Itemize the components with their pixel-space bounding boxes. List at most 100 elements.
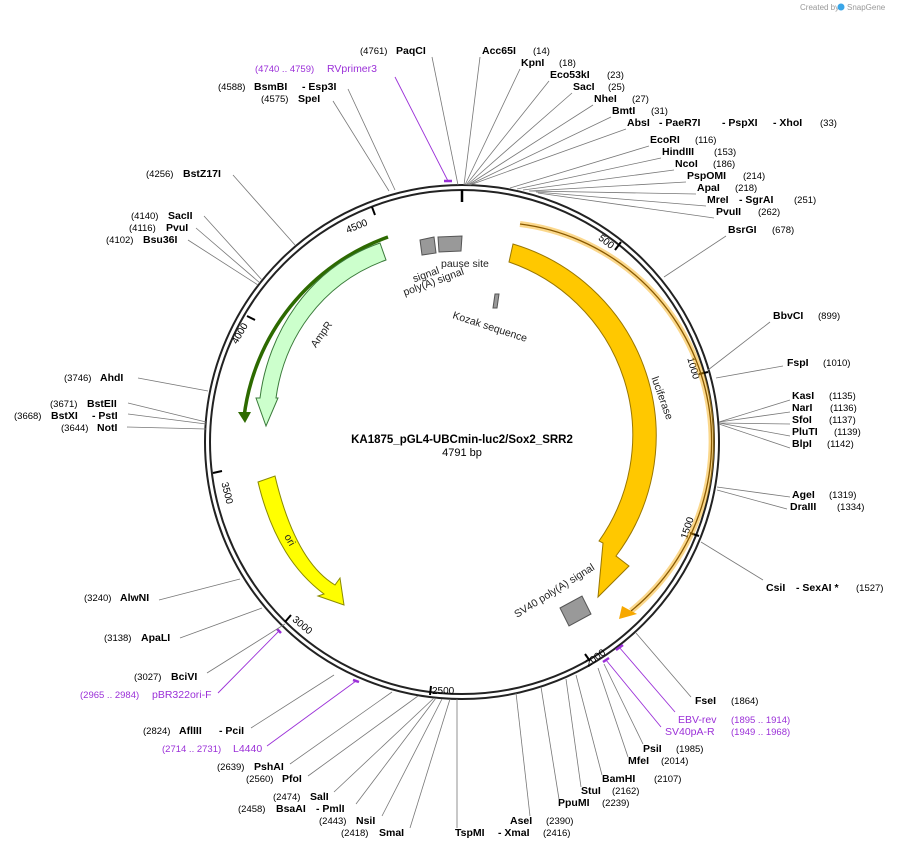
site-spei[interactable]: SpeI [298, 93, 320, 105]
primer-rvprimer3[interactable]: RVprimer3 [327, 63, 377, 75]
site-sali[interactable]: SalI [310, 791, 329, 803]
site-sgrai[interactable]: - SgrAI [739, 194, 774, 206]
site-bcivi[interactable]: BciVI [171, 671, 197, 683]
primer-range: (2965 .. 2984) [80, 690, 139, 701]
site-sexai[interactable]: - SexAI * [796, 582, 840, 594]
site-ncoi[interactable]: NcoI [675, 158, 698, 170]
leader-line [464, 68, 521, 186]
site-bsaai[interactable]: BsaAI [276, 803, 306, 815]
leader-line [179, 607, 263, 639]
site-fsei[interactable]: FseI [695, 695, 716, 707]
site-esp3i[interactable]: - Esp3I [302, 81, 337, 93]
site-bsrgi[interactable]: BsrGI [728, 224, 757, 236]
site-pos: (1527) [856, 583, 883, 594]
site-pos: (2418) [341, 828, 368, 839]
site-pmli[interactable]: - PmlI [316, 803, 345, 815]
site-asei[interactable]: AseI [510, 815, 532, 827]
site-pspomi[interactable]: PspOMI [687, 170, 726, 182]
leader-line [718, 399, 791, 423]
site-pluti[interactable]: PluTI [792, 426, 818, 438]
primer-pbr322ori-f[interactable]: pBR322ori-F [152, 689, 212, 701]
site-hindiii[interactable]: HindIII [662, 146, 694, 158]
ori-arrow[interactable] [257, 475, 345, 606]
leader-line [289, 691, 393, 765]
site-mrei[interactable]: MreI [707, 194, 729, 206]
site-apali[interactable]: ApaLI [141, 632, 170, 644]
site-absi[interactable]: AbsI [627, 117, 650, 129]
primer-sv40pa-r[interactable]: SV40pA-R [665, 726, 715, 738]
site-ecori[interactable]: EcoRI [650, 134, 680, 146]
site-bsmbi[interactable]: BsmBI [254, 81, 287, 93]
site-sacii[interactable]: SacII [168, 210, 193, 222]
site-bmti[interactable]: BmtI [612, 105, 635, 117]
site-tspmi[interactable]: TspMI [455, 827, 485, 839]
site-pvui[interactable]: PvuI [166, 222, 188, 234]
leader-line [575, 674, 603, 776]
primer-l4440[interactable]: L4440 [233, 743, 262, 755]
site-pos: (116) [695, 135, 716, 146]
site-pspxi[interactable]: - PspXI [722, 117, 758, 129]
site-mfei[interactable]: MfeI [628, 755, 649, 767]
site-xmai[interactable]: - XmaI [498, 827, 530, 839]
leader-line [467, 104, 594, 186]
kozak-feature[interactable] [492, 293, 500, 309]
site-bbvci[interactable]: BbvCI [773, 310, 803, 322]
site-pos: (214) [743, 171, 765, 182]
site-pshai[interactable]: PshAI [254, 761, 284, 773]
site-csii[interactable]: CsiI [766, 582, 785, 594]
luciferase-arrow[interactable] [508, 243, 657, 599]
leader-line [663, 235, 727, 278]
site-pos: (3138) [104, 633, 131, 644]
site-kpni[interactable]: KpnI [521, 57, 544, 69]
primer-ebv-rev[interactable]: EBV-rev [678, 714, 717, 726]
site-bamhi[interactable]: BamHI [602, 773, 635, 785]
site-kasi[interactable]: KasI [792, 390, 814, 402]
site-agei[interactable]: AgeI [792, 489, 815, 501]
site-nari[interactable]: NarI [792, 402, 813, 414]
leader-line [537, 192, 715, 219]
site-pos: (1142) [827, 439, 854, 450]
site-xhoi[interactable]: - XhoI [773, 117, 802, 129]
leader-line [206, 623, 286, 674]
site-psii[interactable]: PsiI [643, 743, 662, 755]
site-alwni[interactable]: AlwNI [120, 592, 149, 604]
site-afliii[interactable]: AflIII [179, 725, 202, 737]
site-pfoi[interactable]: PfoI [282, 773, 302, 785]
site-draiii[interactable]: DraIII [790, 501, 816, 513]
ampr-arrow[interactable] [255, 242, 387, 428]
site-bstxi[interactable]: BstXI [51, 410, 78, 422]
site-acc65i[interactable]: Acc65I [482, 45, 516, 57]
leader-line [203, 215, 263, 281]
site-eco53ki[interactable]: Eco53kI [550, 69, 590, 81]
site-pcii[interactable]: - PciI [219, 725, 244, 737]
site-saci[interactable]: SacI [573, 81, 595, 93]
site-bsu36i[interactable]: Bsu36I [143, 234, 178, 246]
site-pos: (18) [559, 58, 576, 69]
leader-line [465, 80, 550, 186]
site-sfoi[interactable]: SfoI [792, 414, 812, 426]
site-psti[interactable]: - PstI [92, 410, 118, 422]
site-ahdi[interactable]: AhdI [100, 372, 123, 384]
site-nsii[interactable]: NsiI [356, 815, 375, 827]
leader-line [540, 686, 560, 800]
polya-signal-feature[interactable] [419, 236, 437, 256]
site-bsteii[interactable]: BstEII [87, 398, 117, 410]
primer-leader-line [394, 76, 449, 182]
site-paer7i[interactable]: - PaeR7I [659, 117, 701, 129]
site-apai[interactable]: ApaI [697, 182, 720, 194]
pause-site-feature[interactable] [437, 235, 463, 253]
primer-leader-line [266, 680, 357, 747]
sv40-polya-feature[interactable] [559, 595, 592, 627]
site-pvuii[interactable]: PvuII [716, 206, 741, 218]
site-smai[interactable]: SmaI [379, 827, 404, 839]
site-stui[interactable]: StuI [581, 785, 601, 797]
site-paqci[interactable]: PaqCI [396, 45, 426, 57]
leader-line [158, 578, 241, 601]
site-pos: (2416) [543, 828, 570, 839]
site-nhei[interactable]: NheI [594, 93, 617, 105]
site-bstz17i[interactable]: BstZ17I [183, 168, 221, 180]
site-ppumi[interactable]: PpuMI [558, 797, 590, 809]
site-noti[interactable]: NotI [97, 422, 117, 434]
site-fspi[interactable]: FspI [787, 357, 809, 369]
site-blpi[interactable]: BlpI [792, 438, 812, 450]
